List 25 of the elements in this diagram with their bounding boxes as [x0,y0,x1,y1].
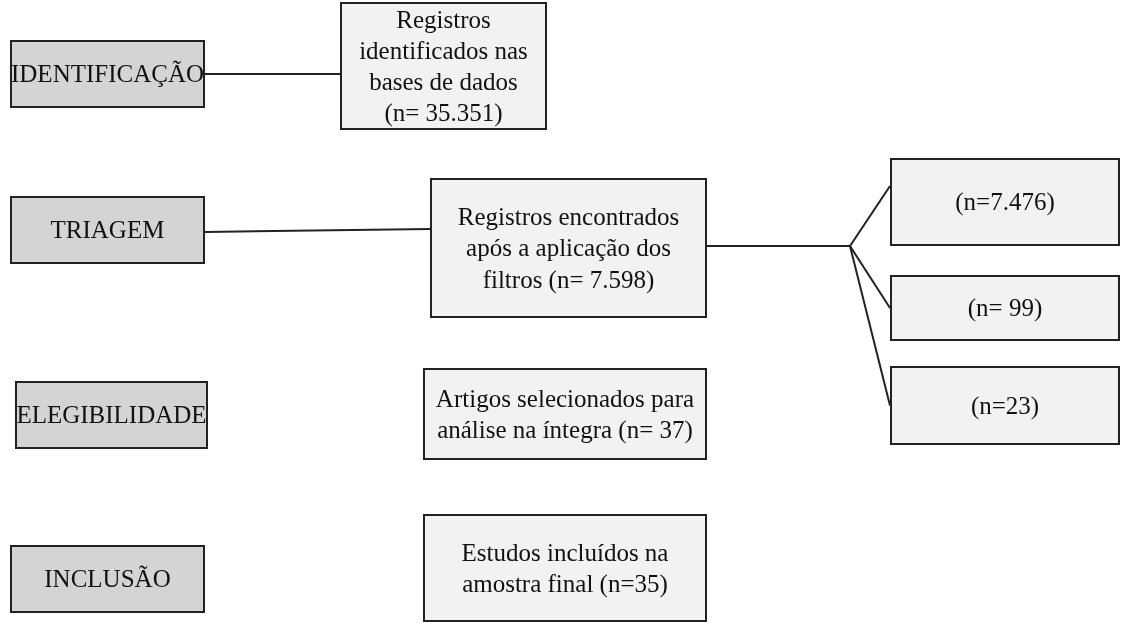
box-text: Artigos selecionados para análise na íntegra (n= 37) [435,383,695,446]
process-box [423,514,707,622]
process-box [423,368,707,460]
connector-line [204,228,431,233]
process-box [890,275,1120,341]
box-text: Registros identificados nas bases de dados (n= 35.351) [358,4,529,129]
connector-line [204,73,341,75]
box-text: INCLUSÃO [44,564,171,595]
process-box [890,366,1120,445]
box-text: (n=23) [970,390,1040,422]
box-text: (n=7.476) [955,187,1055,218]
stage-box [10,40,205,108]
box-text: (n= 99) [967,293,1043,324]
box-text: ELEGIBILIDADE [16,400,207,431]
box-text: TRIAGEM [50,215,165,246]
process-box [430,178,707,318]
stage-box [15,381,208,449]
stage-box [10,545,205,613]
connector-line [706,245,891,407]
process-box [890,158,1120,246]
stage-box [10,196,205,264]
box-text: Estudos incluídos na amostra final (n=35) [460,537,670,600]
process-box [340,2,547,130]
box-text: Registros encontrados após a aplicação dos filtros (n= 7.598) [456,202,681,295]
box-text: IDENTIFICAÇÃO [11,59,205,90]
